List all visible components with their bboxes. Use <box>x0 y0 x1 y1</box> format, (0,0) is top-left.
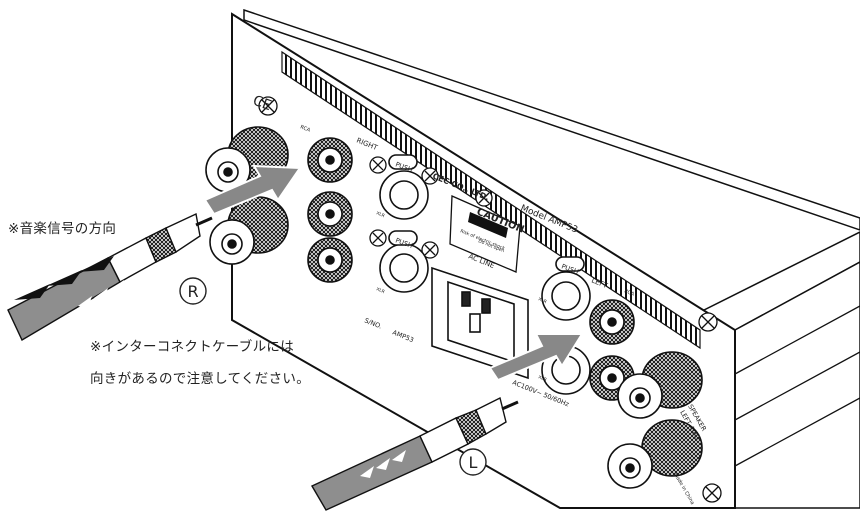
ce-mark: CE <box>251 93 274 114</box>
signal-direction-arrows <box>14 256 114 300</box>
rca-jacks <box>307 137 635 401</box>
insertion-arrows <box>203 164 584 382</box>
signal-direction-note: ※音楽信号の方向 <box>8 221 117 237</box>
cable-direction-arrows <box>78 280 406 478</box>
xlr-connectors <box>379 154 591 395</box>
ac-inlet <box>431 266 529 380</box>
speaker-terminals-left <box>607 351 703 489</box>
xlr-label-4: XLR <box>537 374 547 383</box>
marker-left: L <box>469 453 478 472</box>
rca-label-2: RCA <box>623 288 635 298</box>
xlr-label-1: XLR <box>375 210 385 219</box>
xlr-label-2: XLR <box>375 286 385 295</box>
caution-label <box>449 195 521 273</box>
interconnect-note-line1: ※インターコネクトケーブルには <box>90 339 295 355</box>
screws <box>258 96 722 503</box>
channel-markers: R L <box>179 277 487 476</box>
xlr-label-3: XLR <box>537 296 547 305</box>
rca-label-1: RCA <box>299 124 311 134</box>
interconnect-note-line2: 向きがあるので注意してください。 <box>90 371 310 387</box>
marker-right: R <box>187 282 198 301</box>
cable-right <box>7 212 213 341</box>
